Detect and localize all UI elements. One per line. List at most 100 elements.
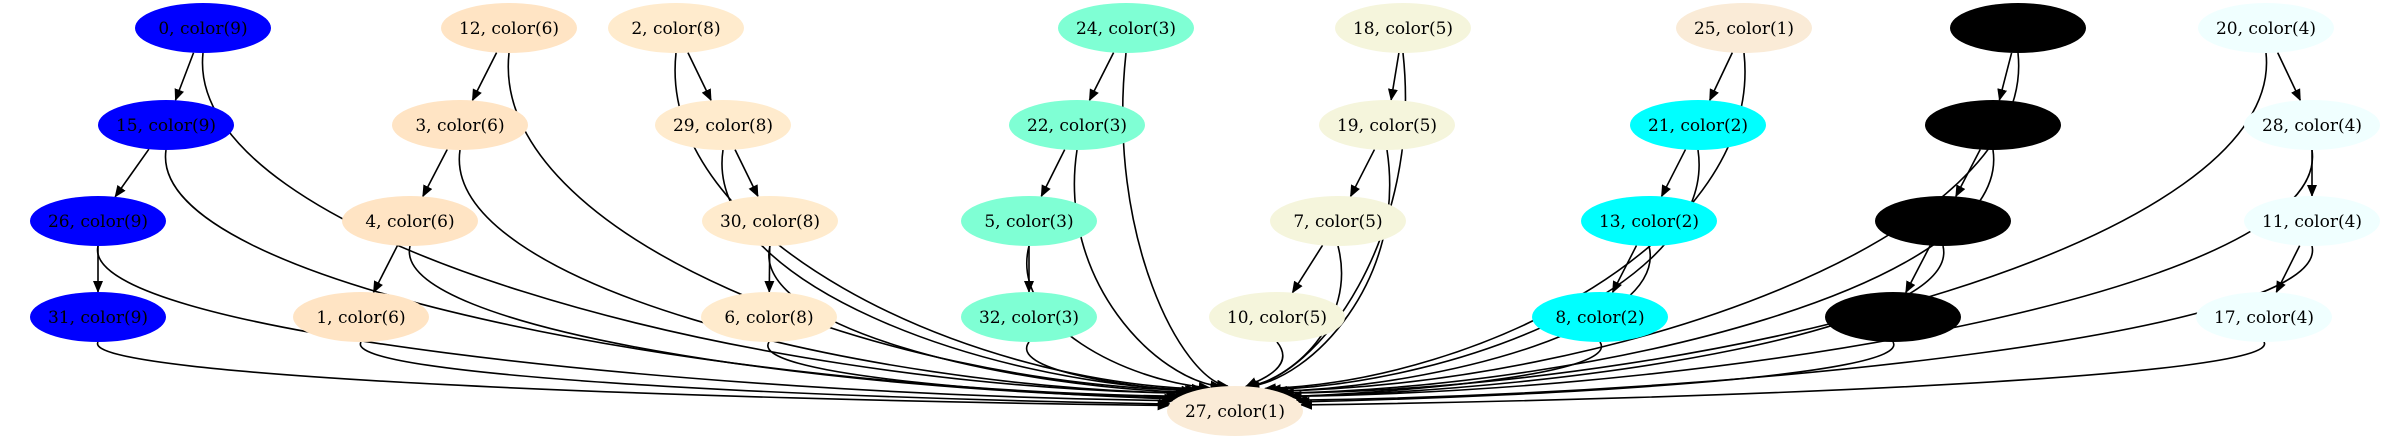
node-ellipse — [1581, 196, 1717, 246]
edge-n22-to-n5 — [1040, 149, 1066, 198]
edge-n0-to-n15 — [174, 52, 195, 102]
node-label: 10, color(5) — [1227, 308, 1327, 328]
node-label: 15, color(9) — [116, 116, 216, 136]
node-label: 4, color(6) — [365, 212, 454, 232]
edge-n13-to-n8 — [1611, 245, 1638, 294]
node-label: 21, color(2) — [1648, 116, 1748, 136]
edge-n29-to-n30 — [734, 149, 759, 198]
edge-n19-to-n7 — [1349, 149, 1376, 198]
edge-n20-to-n28 — [2276, 52, 2302, 102]
node-label: 3, color(6) — [415, 116, 504, 136]
edge-n3-to-n27 — [458, 149, 1189, 399]
edge-n19-to-n27 — [1247, 149, 1391, 391]
graph-node-n25: 25, color(1) — [1676, 3, 1812, 53]
graph-node-n17: 17, color(4) — [2196, 292, 2332, 342]
edge-n1-to-n27 — [359, 341, 1171, 409]
edge-n7-to-n10 — [1291, 244, 1324, 294]
graph-node-n21: 21, color(2) — [1630, 100, 1766, 150]
node-ellipse — [1319, 100, 1455, 150]
node-label: 11, color(4) — [2262, 212, 2362, 232]
edge-n21-to-n13 — [1660, 149, 1687, 198]
node-ellipse — [1825, 292, 1961, 342]
node-label: 2, color(8) — [631, 19, 720, 39]
edge-b3-to-b4 — [1905, 245, 1931, 294]
edge-n31-to-n27 — [97, 341, 1170, 411]
node-ellipse — [702, 196, 838, 246]
node-label: 29, color(8) — [673, 116, 773, 136]
edge-n18-to-n19 — [1387, 52, 1400, 102]
graph-node-b2 — [1925, 100, 2061, 150]
graph-node-n26: 26, color(9) — [30, 196, 166, 246]
node-label: 32, color(3) — [979, 308, 1079, 328]
node-ellipse — [961, 292, 1097, 342]
edge-n10-to-n27 — [1245, 341, 1284, 388]
node-ellipse — [1270, 196, 1406, 246]
edge-n11-to-n17 — [2275, 245, 2301, 294]
edge-n17-to-n27 — [1299, 341, 2266, 410]
graph-node-n6: 6, color(8) — [701, 292, 837, 342]
edge-n3-to-n4 — [422, 149, 448, 198]
edge-n2-to-n29 — [687, 52, 712, 102]
node-ellipse — [608, 3, 744, 53]
graph-node-n27: 27, color(1) — [1167, 386, 1303, 436]
node-ellipse — [392, 100, 528, 150]
edge-n22-to-n27 — [1073, 149, 1223, 391]
edge-n24-to-n22 — [1088, 52, 1115, 102]
node-ellipse — [2244, 100, 2380, 150]
node-ellipse — [2198, 3, 2334, 53]
edge-n5-to-n27 — [1026, 245, 1211, 392]
node-ellipse — [2196, 292, 2332, 342]
node-label: 8, color(2) — [1555, 308, 1644, 328]
graph-node-n18: 18, color(5) — [1335, 3, 1471, 53]
edge-n32-to-n27 — [1025, 341, 1194, 396]
node-ellipse — [293, 292, 429, 342]
edge-n11-to-n27 — [1295, 245, 2314, 406]
node-label: 22, color(3) — [1027, 116, 1127, 136]
graph-node-b3 — [1875, 196, 2011, 246]
edge-n15-to-n26 — [114, 148, 150, 198]
node-ellipse — [961, 196, 1097, 246]
graph-node-n20: 20, color(4) — [2198, 3, 2334, 53]
node-label: 12, color(6) — [459, 19, 559, 39]
graph-node-n29: 29, color(8) — [655, 100, 791, 150]
edge-n4-to-n1 — [372, 245, 399, 294]
graph-node-n32: 32, color(3) — [961, 292, 1097, 342]
node-ellipse — [1676, 3, 1812, 53]
edge-n28-to-n27 — [1289, 149, 2314, 402]
node-ellipse — [98, 100, 234, 150]
node-label: 17, color(4) — [2214, 308, 2314, 328]
node-label: 0, color(9) — [158, 19, 247, 39]
graph-node-n3: 3, color(6) — [392, 100, 528, 150]
node-label: 28, color(4) — [2262, 116, 2362, 136]
graph-node-n28: 28, color(4) — [2244, 100, 2380, 150]
graph-node-n30: 30, color(8) — [702, 196, 838, 246]
node-label: 20, color(4) — [2216, 19, 2316, 39]
node-label: 24, color(3) — [1076, 19, 1176, 39]
node-ellipse — [1950, 3, 2086, 53]
node-ellipse — [441, 3, 577, 53]
node-label: 27, color(1) — [1185, 402, 1285, 422]
node-ellipse — [1209, 292, 1345, 342]
graph-node-b4 — [1825, 292, 1961, 342]
node-ellipse — [2244, 196, 2380, 246]
edge-n7-to-n27 — [1247, 245, 1343, 390]
edge-n8-to-n27 — [1289, 341, 1603, 402]
graph-node-n4: 4, color(6) — [342, 196, 478, 246]
node-ellipse — [342, 196, 478, 246]
node-label: 13, color(2) — [1599, 212, 1699, 232]
node-label: 7, color(5) — [1293, 212, 1382, 232]
node-ellipse — [1335, 3, 1471, 53]
node-ellipse — [1630, 100, 1766, 150]
graph-node-n22: 22, color(3) — [1009, 100, 1145, 150]
edge-n20-to-n27 — [1281, 52, 2268, 399]
node-label: 26, color(9) — [48, 212, 148, 232]
node-label: 31, color(9) — [48, 308, 148, 328]
node-ellipse — [30, 292, 166, 342]
edge-n30-to-n27 — [768, 245, 1191, 398]
node-ellipse — [1925, 100, 2061, 150]
graph-node-n2: 2, color(8) — [608, 3, 744, 53]
graph-node-n7: 7, color(5) — [1270, 196, 1406, 246]
graph-node-n15: 15, color(9) — [98, 100, 234, 150]
graph-node-n12: 12, color(6) — [441, 3, 577, 53]
